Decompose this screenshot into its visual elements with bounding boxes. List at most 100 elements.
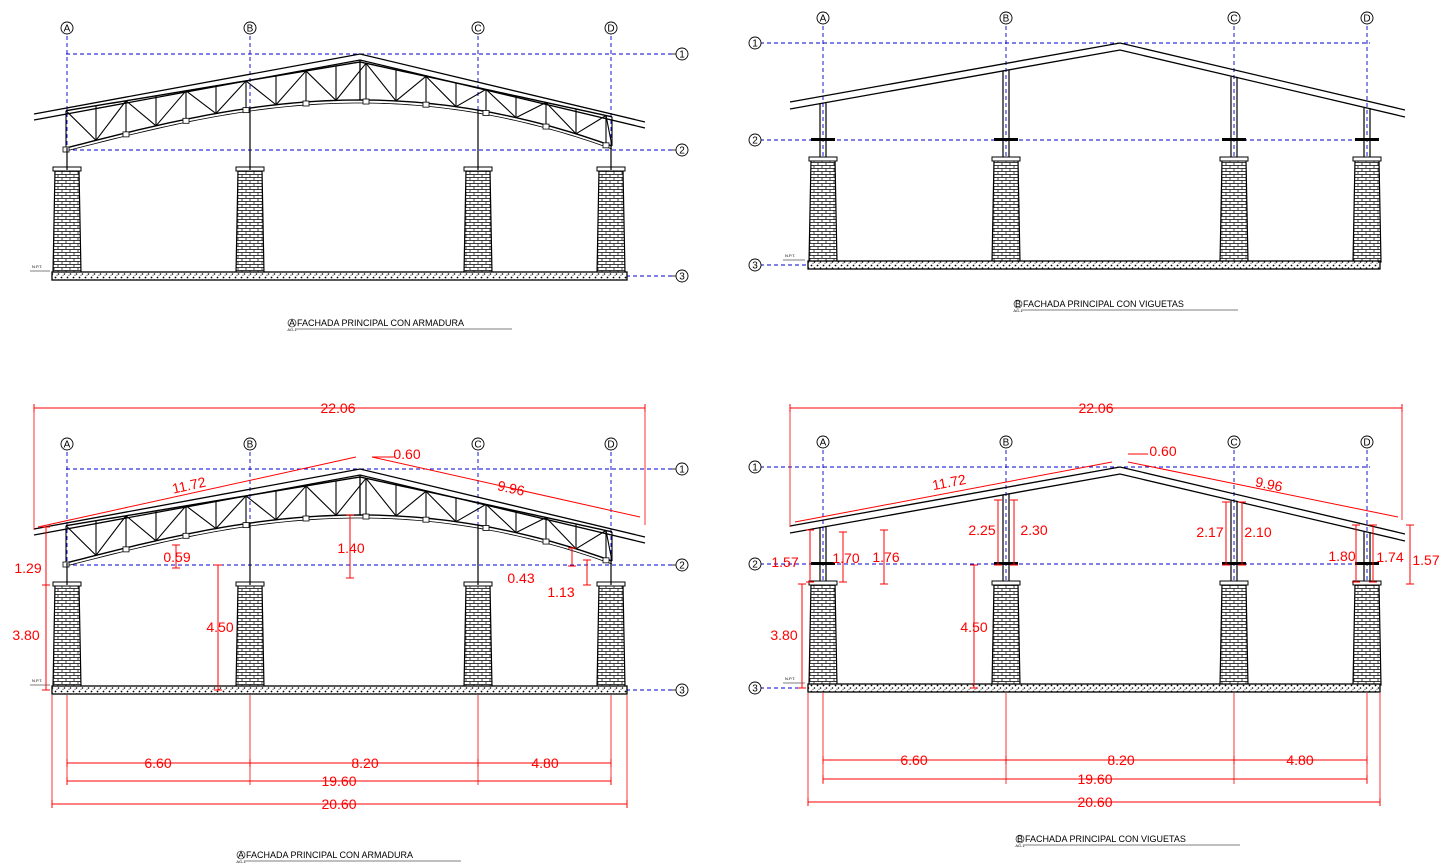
tl-purlin-block bbox=[242, 107, 250, 114]
tl-pier-1-body bbox=[235, 169, 265, 274]
br-dim-post-a-2-label: 1.76 bbox=[872, 549, 899, 565]
br-dim-post-a-outer-label: 1.57 bbox=[771, 554, 798, 570]
tr-axis-bubble-0 bbox=[816, 11, 830, 25]
br-pier-2 bbox=[1219, 580, 1249, 686]
br-title-text: FACHADA PRINCIPAL CON VIGUETAS bbox=[1025, 834, 1186, 844]
bl-web-diagonal bbox=[335, 477, 367, 516]
bl-purlin-block bbox=[122, 546, 130, 553]
tl-web-diagonal bbox=[245, 80, 277, 106]
tl-web-diagonal bbox=[515, 101, 547, 119]
bl-level-bubble-1 bbox=[675, 558, 689, 572]
tl-pier-2-body bbox=[463, 169, 493, 274]
bl-dim-ridge-offset-label: 0.60 bbox=[393, 446, 420, 462]
br-post-plate-2 bbox=[1222, 562, 1246, 565]
bl-title-letter: A bbox=[238, 850, 244, 860]
tr-post-plate-1 bbox=[994, 138, 1018, 141]
tl-purlin-block bbox=[362, 98, 370, 105]
tr-pier-1 bbox=[991, 156, 1021, 263]
tr-roof-under bbox=[789, 49, 1406, 118]
br-dim-post-c-left-label: 2.17 bbox=[1196, 524, 1223, 540]
tl-web-diagonal bbox=[155, 90, 187, 127]
br-title-letter: B bbox=[1017, 834, 1023, 844]
bl-level-bubble-0 bbox=[675, 462, 689, 476]
tr-level-bubble-2-label: 3 bbox=[752, 261, 758, 272]
bl-web-diagonal bbox=[545, 517, 577, 550]
br-axis-bubble-3-label: D bbox=[1363, 438, 1370, 449]
bl-web-diagonal bbox=[365, 477, 397, 517]
tl-axis-bubble-2-label: C bbox=[474, 24, 481, 35]
tl-title-text: FACHADA PRINCIPAL CON ARMADURA bbox=[297, 318, 464, 328]
tl-purlin-block bbox=[482, 110, 490, 116]
tl-bottom-chord bbox=[65, 99, 613, 149]
bl-web-diagonal bbox=[395, 490, 427, 517]
br-post-plate-3 bbox=[1355, 562, 1379, 565]
tl-web-diagonal bbox=[545, 102, 577, 135]
br-dim-slope-right-label: 9.96 bbox=[1254, 474, 1284, 495]
tl-level-bubble-2 bbox=[675, 269, 689, 283]
br-axis-bubble-1-label: B bbox=[1003, 438, 1010, 449]
tr-title-text: FACHADA PRINCIPAL CON VIGUETAS bbox=[1023, 299, 1184, 309]
bl-dim-left-column-label: 3.80 bbox=[12, 627, 39, 643]
bl-purlin-block bbox=[482, 525, 490, 531]
tl-axis-bubble-3-label: D bbox=[607, 24, 614, 35]
bl-axis-bubble-0 bbox=[60, 437, 74, 451]
bl-purlin-block bbox=[602, 557, 610, 564]
br-pier-0-body bbox=[808, 583, 838, 686]
tl-level-bubble-1 bbox=[675, 143, 689, 157]
bl-web-diagonal bbox=[215, 495, 247, 529]
bl-web-diagonal bbox=[455, 503, 487, 523]
br-dim-span-cd-label: 4.80 bbox=[1286, 752, 1313, 768]
br-roof-under bbox=[789, 473, 1406, 542]
bl-ground-slab bbox=[51, 685, 628, 695]
bl-dim-left-rise-label: 1.29 bbox=[14, 560, 41, 576]
tl-purlin-block bbox=[182, 117, 190, 124]
tr-pier-0-body bbox=[808, 159, 838, 263]
tr-axis-bubble-2-label: C bbox=[1230, 14, 1237, 25]
tl-purlin-block bbox=[542, 123, 550, 130]
tl-axis-bubble-0 bbox=[60, 21, 74, 35]
bl-dim-span-cd-label: 4.80 bbox=[531, 755, 558, 771]
bl-dim-total-axes-label: 19.60 bbox=[321, 773, 356, 789]
tl-title-letter: A bbox=[289, 318, 295, 328]
bl-dim-total-base-label: 20.60 bbox=[321, 796, 356, 812]
br-axis-bubble-2-label: C bbox=[1230, 438, 1237, 449]
tr-axis-bubble-0-label: A bbox=[820, 14, 827, 25]
bl-axis-bubble-0-label: A bbox=[64, 440, 71, 451]
tr-pier-1-cap bbox=[991, 156, 1021, 162]
br-ground-slab bbox=[807, 683, 1381, 693]
br-dim-total-axes-label: 19.60 bbox=[1077, 771, 1112, 787]
tl-purlin-block bbox=[122, 131, 130, 138]
br-pier-3-body bbox=[1352, 583, 1382, 686]
br-dim-post-c-right-label: 2.10 bbox=[1244, 524, 1271, 540]
tr-level-bubble-1 bbox=[748, 133, 762, 147]
bl-purlin-block bbox=[422, 516, 430, 523]
br-level-bubble-2 bbox=[748, 681, 762, 695]
tr-pier-0 bbox=[808, 156, 838, 263]
br-dim-left-column-label: 3.80 bbox=[770, 627, 797, 643]
br-pier-3 bbox=[1352, 580, 1382, 686]
bl-pier-2-body bbox=[463, 584, 493, 688]
br-post-plate-0 bbox=[811, 562, 835, 565]
tl-pier-3-body bbox=[596, 169, 626, 274]
tl-axis-bubble-3 bbox=[604, 21, 618, 35]
bl-web-diagonal bbox=[95, 515, 127, 556]
bl-web-diagonal bbox=[245, 495, 277, 521]
tr-npt-label: N.P.T. bbox=[785, 253, 795, 258]
bl-axis-bubble-2 bbox=[471, 437, 485, 451]
tl-purlin-block bbox=[602, 142, 610, 149]
bl-level-bubble-2 bbox=[675, 683, 689, 697]
br-level-bubble-0 bbox=[748, 460, 762, 474]
bl-purlin-block bbox=[242, 522, 250, 529]
tl-web-diagonal bbox=[605, 115, 613, 147]
bl-axis-bubble-2-label: C bbox=[474, 440, 481, 451]
tl-axis-bubble-1-label: B bbox=[247, 24, 254, 35]
tl-roof-top bbox=[33, 53, 646, 123]
br-axis-bubble-1 bbox=[999, 435, 1013, 449]
tl-web-diagonal bbox=[335, 62, 367, 101]
br-dim-overall-roof-label: 22.06 bbox=[1078, 400, 1113, 416]
bl-level-bubble-0-label: 1 bbox=[679, 465, 685, 476]
bl-pier-0-body bbox=[52, 584, 82, 688]
bl-level-bubble-1-label: 2 bbox=[679, 561, 685, 572]
bl-web-diagonal bbox=[65, 525, 97, 556]
br-pier-1-body bbox=[991, 583, 1021, 686]
